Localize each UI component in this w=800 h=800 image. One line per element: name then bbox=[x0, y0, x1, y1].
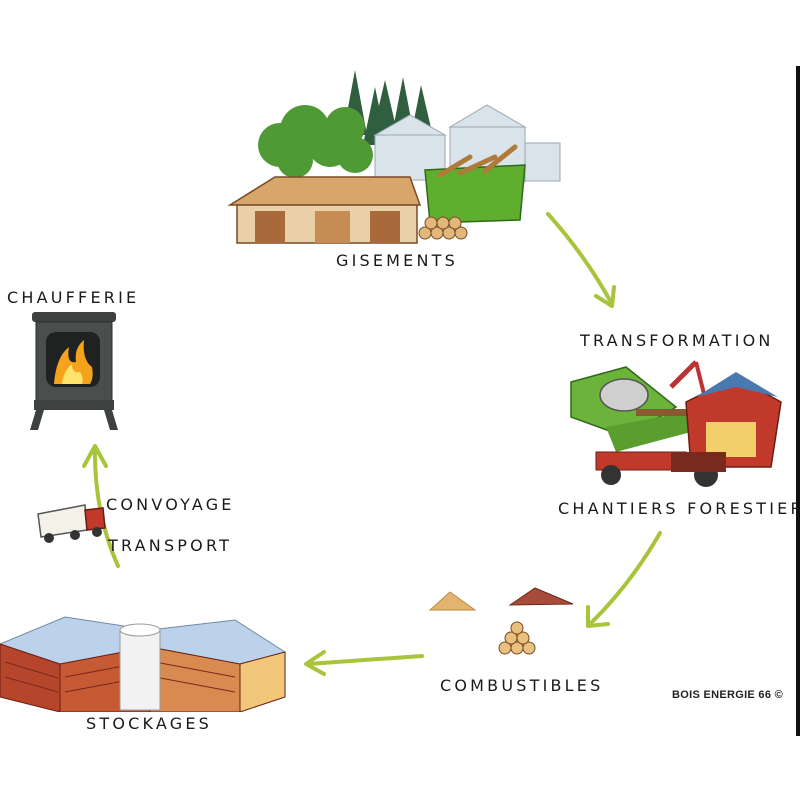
wood-stove-illustration bbox=[30, 312, 118, 430]
copyright-label: BOIS ENERGIE 66 © bbox=[672, 689, 784, 701]
firewood-logs bbox=[498, 621, 536, 655]
arrow-chantiers-to-combustibles bbox=[588, 531, 662, 626]
truck-trailer bbox=[37, 504, 88, 538]
label-transport: TRANSPORT bbox=[108, 536, 233, 555]
wood-chips-pile bbox=[428, 591, 477, 611]
chipper-machine bbox=[570, 360, 731, 452]
gisements-illustration bbox=[227, 70, 561, 244]
log-pile bbox=[418, 216, 468, 240]
label-convoyage: CONVOYAGE bbox=[106, 495, 235, 514]
red-sawmill-shed bbox=[685, 372, 782, 468]
timber-shed bbox=[227, 176, 422, 244]
label-chantiers-forestiers: CHANTIERS FORESTIERS bbox=[558, 499, 800, 518]
truck-cab bbox=[84, 507, 106, 531]
log-loader bbox=[595, 451, 726, 487]
wood-container bbox=[424, 144, 526, 224]
label-chaufferie: CHAUFFERIE bbox=[7, 288, 140, 307]
arrow-combustibles-to-stockages-head bbox=[304, 650, 326, 676]
label-combustibles: COMBUSTIBLES bbox=[440, 676, 604, 695]
label-transformation: TRANSFORMATION bbox=[580, 331, 774, 350]
arrow-gisements-to-transformation-head bbox=[594, 285, 616, 308]
bark-pile bbox=[508, 587, 574, 606]
arrow-chantiers-to-combustibles-head bbox=[586, 605, 610, 628]
stockages-illustration bbox=[0, 616, 287, 712]
storage-silo bbox=[119, 623, 161, 711]
right-border-line bbox=[796, 66, 800, 736]
arrow-gisements-to-transformation bbox=[546, 212, 614, 306]
truck-illustration bbox=[37, 504, 106, 543]
combustibles-illustration bbox=[428, 587, 574, 655]
arrow-stockages-to-chaufferie-head bbox=[82, 444, 108, 468]
label-stockages: STOCKAGES bbox=[86, 714, 213, 733]
fire-flame-icon bbox=[54, 340, 93, 384]
transformation-illustration bbox=[570, 360, 782, 487]
arrow-combustibles-to-stockages bbox=[306, 654, 424, 666]
deciduous-trees bbox=[258, 105, 373, 178]
label-gisements: GISEMENTS bbox=[336, 251, 458, 270]
